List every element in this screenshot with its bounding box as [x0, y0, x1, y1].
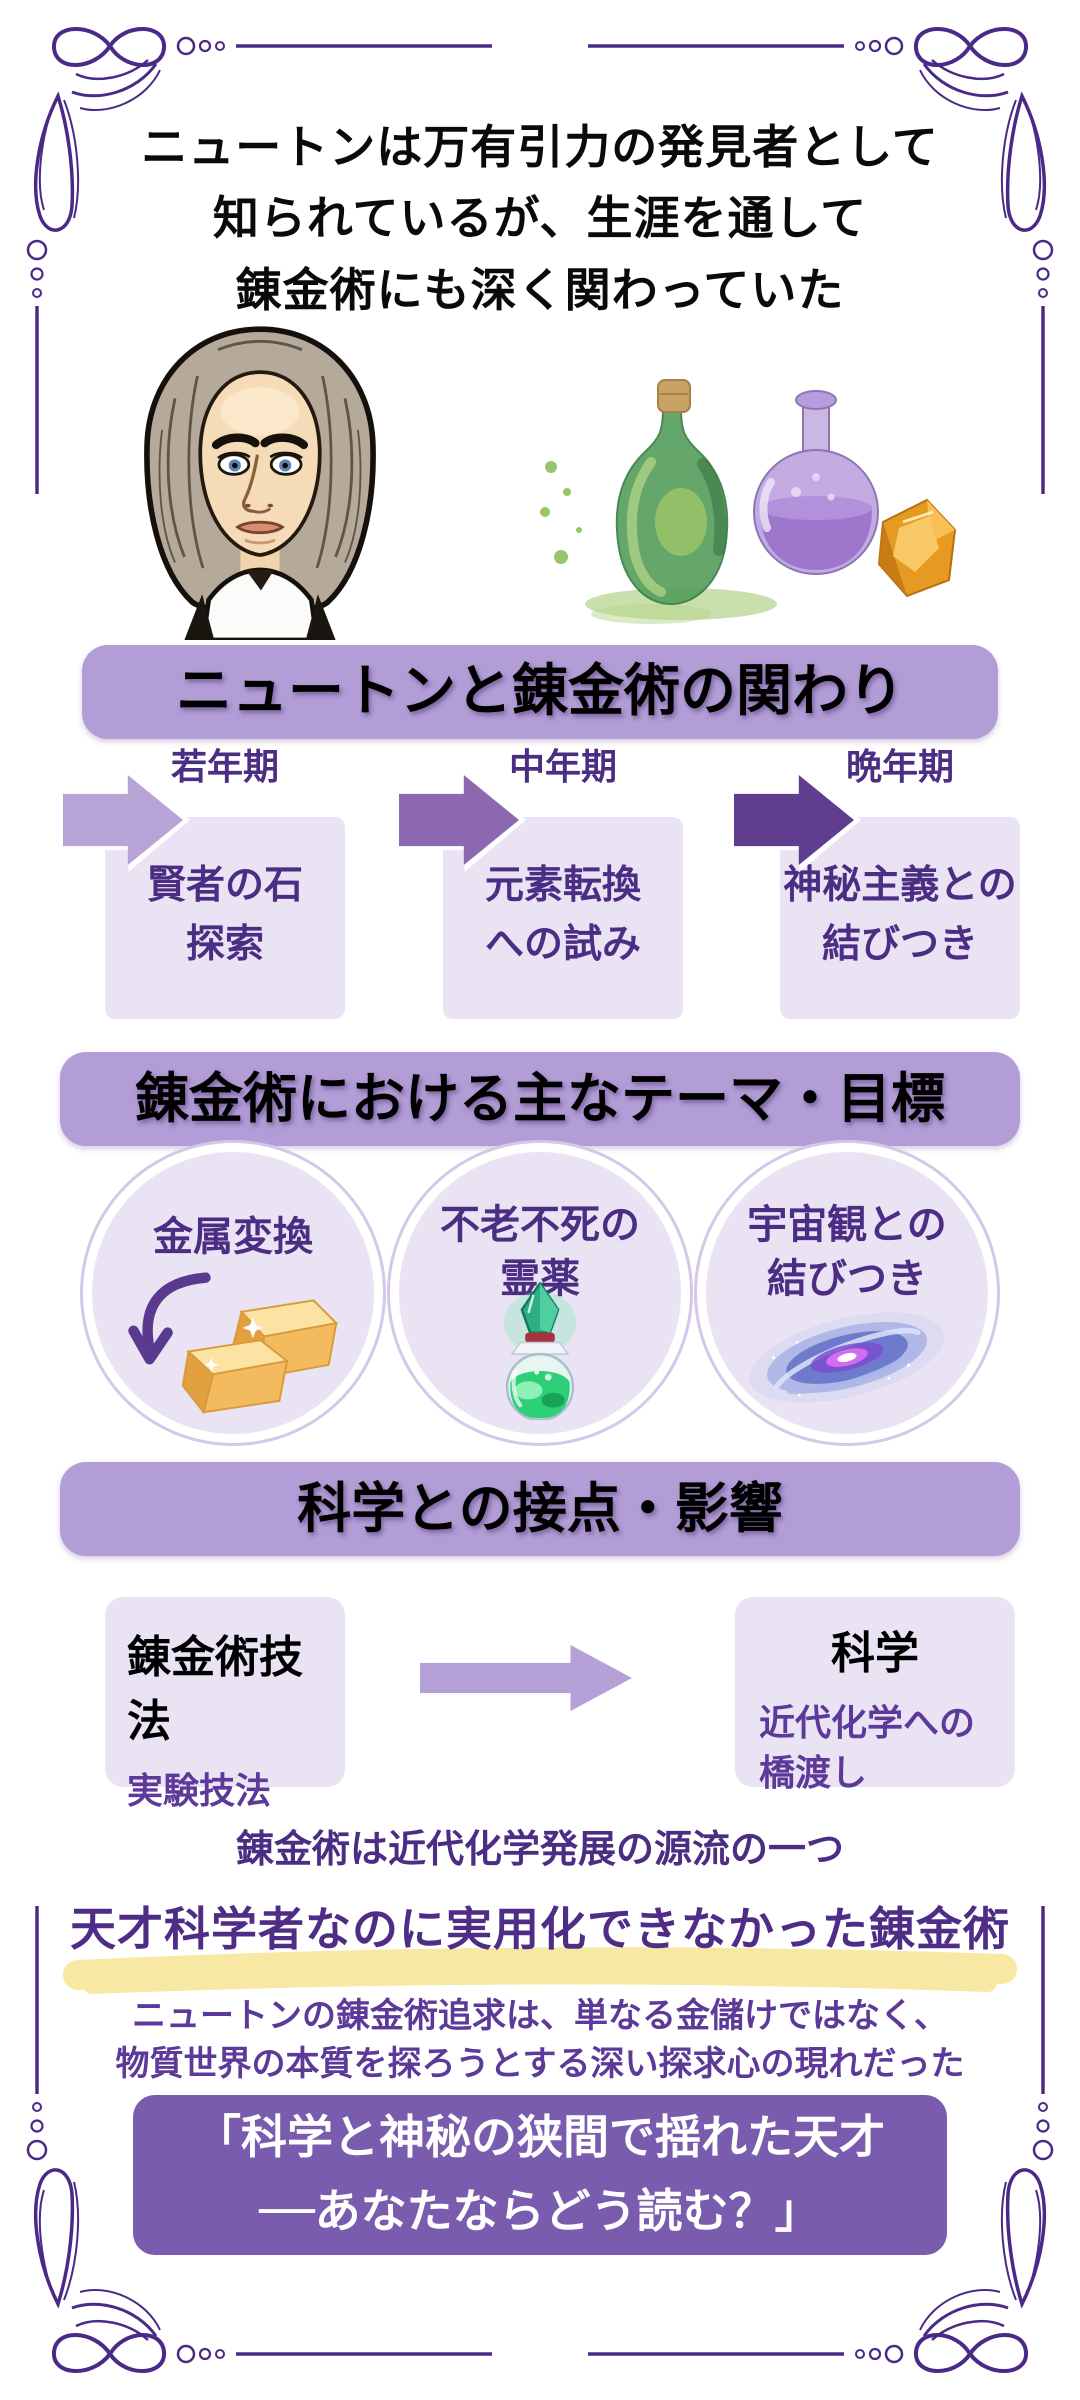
science-section-caption: 錬金術は近代化学発展の源流の一つ [235, 1827, 844, 1871]
theme-label-metal-line-1: 金属変換 [153, 1214, 313, 1260]
theme-label-elixir-line-1: 不老不死の [440, 1202, 640, 1248]
alchemy-techniques-box: 錬金術技法 実験技法 [105, 1597, 345, 1812]
alchemy-techniques-title: 錬金術技法 [127, 1632, 303, 1747]
final-quote-box: 「科学と神秘の狭間で揺れた天才 ──あなたならどう読む？」 [133, 2095, 947, 2255]
final-quote-line-1: 「科学と神秘の狭間で揺れた天才 [195, 2110, 885, 2165]
gold-bars-icon [92, 1268, 374, 1420]
intro-title-line-2: 知られているが、生涯を通して [212, 191, 868, 246]
theme-label-cosmology: 宇宙観との 結びつき [706, 1198, 988, 1306]
theme-label-cosmology-line-1: 宇宙観との [747, 1202, 947, 1248]
theme-circle-elixir: 不老不死の 霊薬 [399, 1152, 681, 1434]
intro-title: ニュートンは万有引力の発見者として 知られているが、生涯を通して 錬金術にも深く… [0, 112, 1080, 326]
alchemy-to-science-arrow-icon [420, 1645, 632, 1711]
theme-label-metal: 金属変換 [92, 1210, 374, 1264]
timeline-arrow-1-icon [56, 768, 190, 872]
science-box-detail-line-2: 橋渡し [759, 1753, 868, 1795]
alchemy-techniques-detail: 実験技法 [127, 1771, 272, 1812]
timeline-arrow-2-icon [392, 768, 526, 872]
conclusion-body: ニュートンの錬金術追求は、単なる金儲けではなく、 物質世界の本質を探ろうとする深… [0, 1993, 1080, 2088]
stage-box-middle-line-2: への試み [484, 921, 641, 967]
science-box-title: 科学 [831, 1628, 919, 1679]
alchemy-flasks-illustration [528, 372, 964, 632]
final-quote-line-2: ──あなたならどう読む？」 [259, 2184, 821, 2238]
stage-box-late: 神秘主義との 結びつき [780, 817, 1020, 1019]
conclusion-body-line-1: ニュートンの錬金術追求は、単なる金儲けではなく、 [132, 1996, 948, 2036]
elixir-bottle-icon [399, 1280, 681, 1420]
conclusion-body-line-2: 物質世界の本質を探ろうとする深い探求心の現れだった [115, 2043, 965, 2084]
theme-circle-cosmology: 宇宙観との 結びつき [706, 1152, 988, 1434]
conclusion-headline: 天才科学者なのに実用化できなかった錬金術 [70, 1902, 1010, 1956]
stage-box-youth-line-2: 探索 [185, 921, 264, 967]
intro-title-line-3: 錬金術にも深く関わっていた [235, 262, 845, 317]
conclusion-headline-wrap: 天才科学者なのに実用化できなかった錬金術 [0, 1893, 1080, 2005]
stage-period-label-2: 中年期 [508, 747, 617, 788]
intro-title-line-1: ニュートンは万有引力の発見者として [141, 120, 939, 174]
science-box-detail-line-1: 近代化学への [759, 1703, 976, 1744]
theme-circle-metal-transmutation: 金属変換 [92, 1152, 374, 1434]
stage-box-late-line-2: 結びつき [821, 921, 978, 967]
stage-period-label-3: 晩年期 [845, 747, 954, 788]
science-box-detail: 近代化学への 橋渡し [759, 1699, 1015, 1800]
yellow-marker-highlight-icon [58, 1945, 1022, 2001]
theme-label-cosmology-line-2: 結びつき [767, 1256, 927, 1302]
section-header-themes: 錬金術における主なテーマ・目標 [60, 1052, 1020, 1146]
science-box: 科学 近代化学への 橋渡し [735, 1597, 1015, 1794]
newton-portrait-illustration [106, 318, 414, 640]
section-header-science: 科学との接点・影響 [60, 1462, 1020, 1556]
section-header-newton-alchemy: ニュートンと錬金術の関わり [82, 645, 998, 739]
galaxy-icon [706, 1295, 988, 1420]
timeline-arrow-3-icon [727, 768, 861, 872]
theme-label-elixir: 不老不死の 霊薬 [399, 1198, 681, 1306]
